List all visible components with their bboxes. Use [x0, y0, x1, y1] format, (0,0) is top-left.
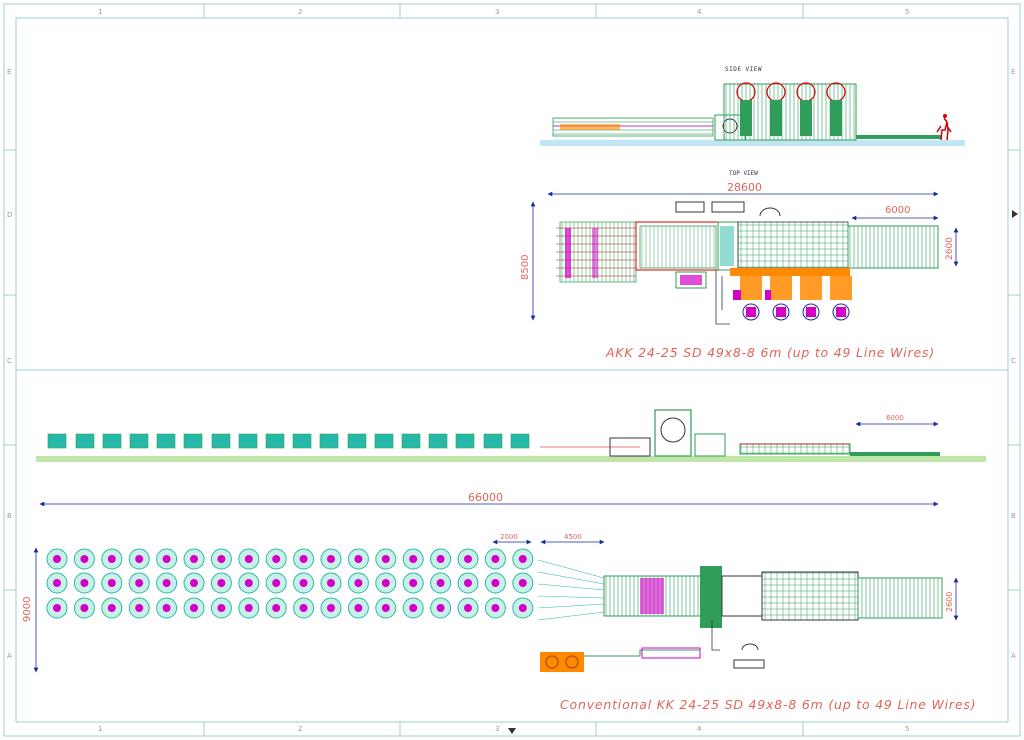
- wire-coil-core: [409, 555, 418, 563]
- wire-coil-core: [518, 579, 527, 587]
- wire-coil-core: [381, 555, 390, 563]
- wire-coil-core: [409, 604, 418, 612]
- wire-coil-core: [217, 579, 226, 587]
- wire-coil-core: [217, 555, 226, 563]
- conventional-width-dimension: 9000: [22, 597, 33, 622]
- wire-coil-core: [80, 555, 89, 563]
- wire-coil-core: [107, 555, 116, 563]
- wire-coil-core: [381, 579, 390, 587]
- svg-text:C: C: [7, 357, 12, 365]
- conventional-top-view: [46, 548, 943, 672]
- svg-text:1: 1: [98, 8, 102, 16]
- conventional-title: Conventional KK 24-25 SD 49x8-8 6m (up t…: [560, 697, 976, 712]
- wire-coil-core: [464, 604, 472, 612]
- wire-coil-core: [162, 604, 171, 612]
- wire-coil-core: [491, 555, 500, 563]
- akk-exit-dimension: 6000: [885, 205, 910, 216]
- centering-mark-bottom: [508, 728, 516, 734]
- svg-text:C: C: [1011, 357, 1016, 365]
- wire-coil-core: [53, 555, 61, 563]
- wire-coil-core: [272, 555, 281, 563]
- wire-coil-core: [162, 579, 171, 587]
- conventional-side-view: [36, 409, 986, 462]
- svg-text:5: 5: [905, 8, 909, 16]
- top-view-label: TOP VIEW: [729, 170, 758, 177]
- conventional-exit-dimension: 6000: [886, 414, 904, 422]
- wire-coil-core: [162, 555, 171, 563]
- conventional-guide-dimension: 4500: [564, 533, 582, 541]
- wire-coil-core: [518, 604, 527, 612]
- wire-coil-core: [217, 604, 226, 612]
- svg-text:4: 4: [697, 725, 702, 733]
- wire-coil-core: [135, 604, 144, 612]
- svg-text:D: D: [7, 211, 12, 219]
- wire-coil-core: [299, 604, 308, 612]
- wire-coil-core: [491, 604, 500, 612]
- wire-coil-core: [244, 555, 253, 563]
- svg-text:B: B: [1011, 512, 1016, 520]
- akk-table-dimension: 2600: [945, 237, 955, 260]
- svg-text:B: B: [7, 512, 12, 520]
- wire-coil-field: [46, 548, 534, 619]
- svg-text:2: 2: [298, 725, 302, 733]
- side-view-label: SIDE VIEW: [725, 66, 762, 73]
- conventional-table-dimension: 2600: [945, 592, 954, 612]
- svg-text:3: 3: [495, 725, 499, 733]
- wire-coil-core: [464, 579, 472, 587]
- akk-width-dimension: 8500: [520, 255, 531, 280]
- wire-coil-core: [135, 579, 144, 587]
- akk-side-view: [540, 82, 965, 146]
- wire-coil-core: [436, 555, 445, 563]
- wire-coil-core: [272, 604, 281, 612]
- wire-coil-core: [354, 579, 363, 587]
- wire-coil-core: [299, 579, 308, 587]
- wire-coil-core: [381, 604, 390, 612]
- wire-coil-core: [272, 579, 281, 587]
- wire-coil-core: [190, 579, 198, 587]
- svg-text:1: 1: [98, 725, 102, 733]
- conventional-length-dimension: 66000: [468, 491, 503, 504]
- wire-coil-core: [107, 604, 116, 612]
- wire-coil-core: [436, 579, 445, 587]
- svg-text:A: A: [1011, 652, 1016, 660]
- sheet-frame: [3, 3, 1021, 737]
- centering-mark-right: [1012, 210, 1018, 218]
- wire-coil-core: [244, 604, 253, 612]
- grid-labels: 1 2 3 4 5 1 2 3 4 5 E D C B A E C B A: [7, 8, 1016, 733]
- wire-coil-core: [491, 579, 500, 587]
- wire-coil-core: [436, 604, 445, 612]
- svg-text:E: E: [1011, 68, 1015, 76]
- wire-coil-core: [244, 579, 253, 587]
- akk-length-dimension: 28600: [727, 181, 762, 194]
- svg-text:3: 3: [495, 8, 499, 16]
- conventional-gap-dimension: 2000: [500, 533, 518, 541]
- svg-text:2: 2: [298, 8, 302, 16]
- wire-coil-core: [354, 604, 363, 612]
- wire-coil-core: [53, 579, 61, 587]
- svg-text:A: A: [7, 652, 12, 660]
- wire-coil-core: [80, 579, 89, 587]
- wire-coil-core: [518, 555, 527, 563]
- svg-text:E: E: [7, 68, 11, 76]
- wire-coil-core: [464, 555, 472, 563]
- wire-coil-core: [53, 604, 61, 612]
- akk-title: AKK 24-25 SD 49x8-8 6m (up to 49 Line Wi…: [605, 345, 935, 360]
- akk-top-view: [556, 201, 939, 325]
- wire-coil-core: [299, 555, 308, 563]
- wire-coil-core: [327, 555, 335, 563]
- wire-coil-core: [80, 604, 89, 612]
- svg-text:5: 5: [905, 725, 909, 733]
- wire-coil-core: [327, 579, 335, 587]
- wire-coil-core: [107, 579, 116, 587]
- wire-coil-core: [409, 579, 418, 587]
- wire-coil-core: [135, 555, 144, 563]
- akk-dimensions: [530, 191, 959, 321]
- conventional-dimensions: [33, 421, 959, 673]
- wire-coil-core: [190, 604, 198, 612]
- wire-coil-core: [190, 555, 198, 563]
- wire-coil-core: [354, 555, 363, 563]
- svg-text:4: 4: [697, 8, 702, 16]
- wire-coil-core: [327, 604, 335, 612]
